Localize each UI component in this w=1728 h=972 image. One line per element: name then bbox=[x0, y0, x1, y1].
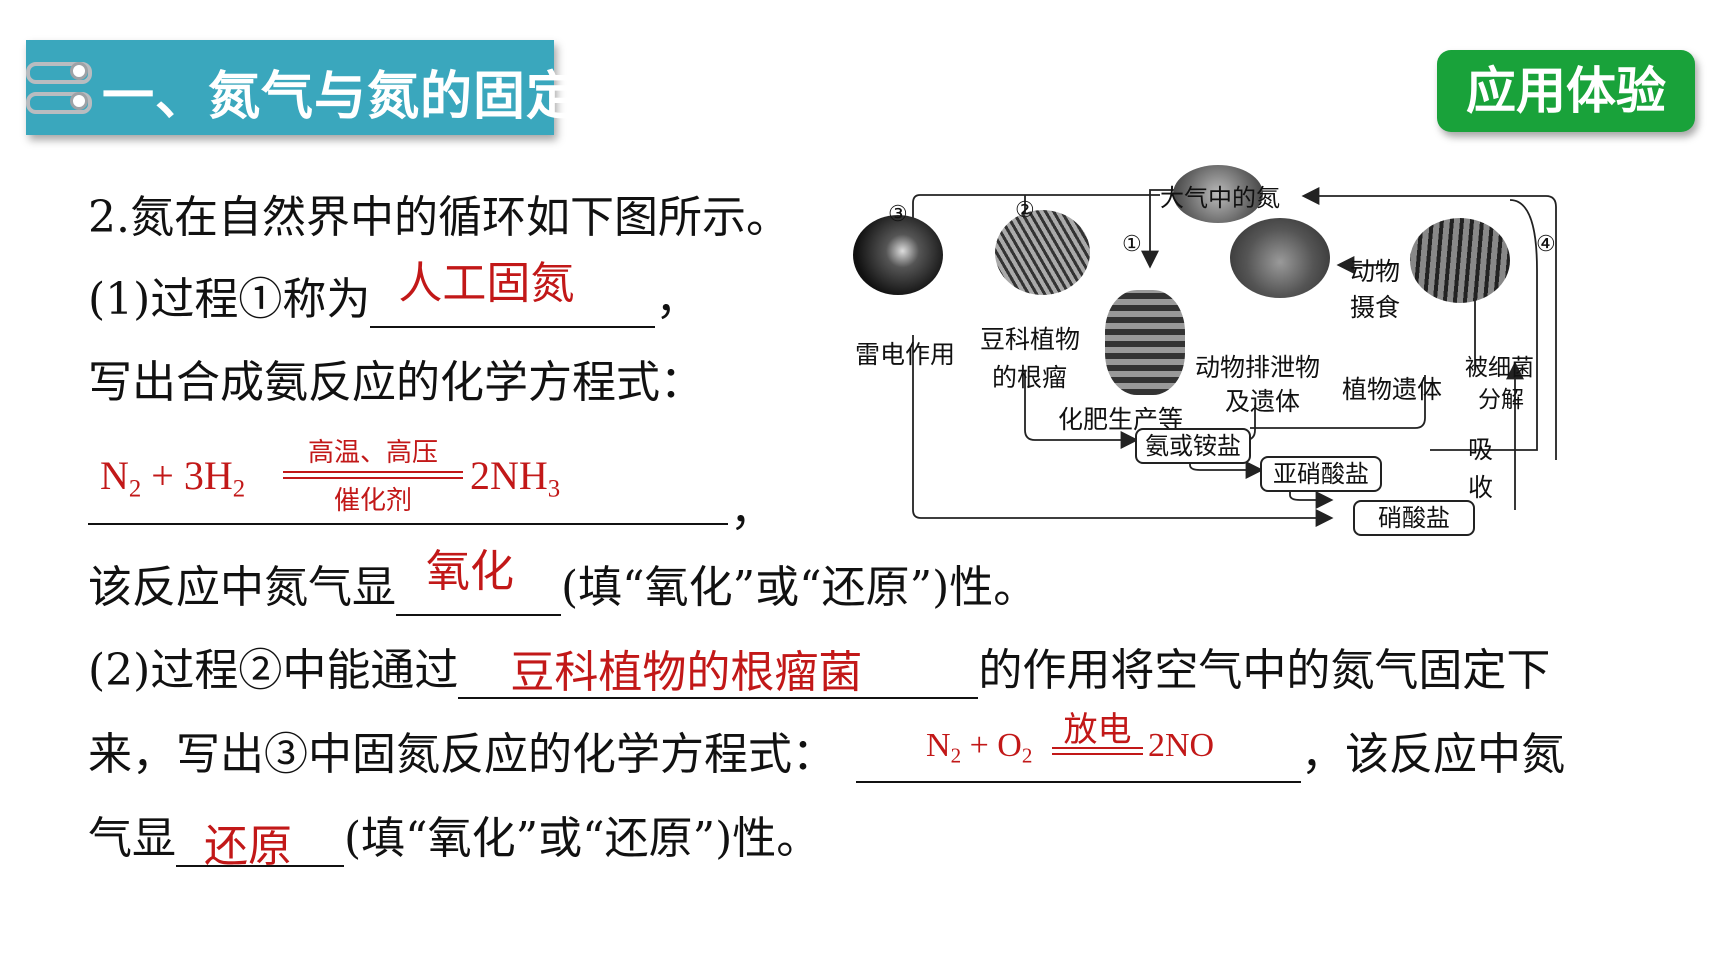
equation-1-left: N2 + 3H2 bbox=[100, 452, 245, 503]
part1-line4-prefix: 该反应中氮气显 bbox=[88, 562, 396, 613]
eq2-mid-sub: 2 bbox=[1021, 743, 1033, 768]
part2-line3-prefix: 气显 bbox=[88, 813, 176, 864]
nitrite-box: 亚硝酸盐 bbox=[1260, 456, 1382, 492]
animals-photo bbox=[1230, 218, 1330, 298]
eq2-equals-line bbox=[1052, 747, 1143, 749]
forest-photo bbox=[1410, 218, 1510, 303]
eq1-condition-bottom: 催化剂 bbox=[333, 486, 412, 516]
part1-line4: 该反应中氮气显氧化 (填“氧化”或“还原”)性。 bbox=[88, 546, 1038, 616]
answer-text: 还原 bbox=[204, 821, 292, 872]
animal-label-1: 动物 bbox=[1350, 257, 1401, 286]
part1-line1: (1)过程①称为人工固氮 ， bbox=[88, 258, 700, 328]
factory-photo bbox=[1105, 290, 1185, 395]
eq2-left-sub: 2 bbox=[950, 743, 962, 768]
legume-label-2: 的根瘤 bbox=[992, 363, 1068, 392]
eq2-mid: + O bbox=[961, 727, 1022, 764]
equation-1-right: 2NH3 bbox=[470, 452, 560, 503]
process-2-label: ② bbox=[1015, 198, 1035, 223]
absorb-label-1: 吸 bbox=[1468, 435, 1494, 464]
excretion-label-2: 及遗体 bbox=[1225, 387, 1301, 416]
lightning-photo bbox=[853, 215, 943, 295]
binder-ring-icon bbox=[26, 92, 92, 114]
equation-2-left: N2 + O2 bbox=[926, 727, 1032, 768]
answer-text: 氧化 bbox=[426, 546, 514, 597]
lightning-label: 雷电作用 bbox=[855, 340, 956, 369]
answer-text: 人工固氮 bbox=[398, 258, 575, 309]
answer-blank bbox=[856, 733, 1301, 783]
part2-line1: (2)过程②中能通过豆科植物的根瘤菌 的作用将空气中的氮气固定下 bbox=[88, 643, 1550, 699]
root-nodule-photo bbox=[995, 210, 1090, 295]
eq2-condition: 放电 bbox=[1063, 710, 1132, 750]
binder-ring-icon bbox=[26, 62, 92, 84]
answer-blank: 人工固氮 bbox=[370, 258, 656, 328]
part2-line3: 气显还原 (填“氧化”或“还原”)性。 bbox=[88, 811, 821, 872]
part2-line2: 来，写出③中固氮反应的化学方程式： ，该反应中氮 bbox=[88, 727, 1565, 783]
ammonia-box: 氨或铵盐 bbox=[1135, 428, 1251, 464]
eq1-equals-line bbox=[283, 471, 463, 473]
process-1-label: ① bbox=[1122, 232, 1142, 257]
atmosphere-photo bbox=[1173, 165, 1263, 223]
eq1-left: N bbox=[100, 453, 129, 498]
apply-badge: 应用体验 bbox=[1437, 50, 1695, 132]
equation-1-condition: 高温、高压 催化剂 bbox=[283, 432, 463, 516]
plant-remains-label: 植物遗体 bbox=[1342, 375, 1443, 404]
process-3-label: ③ bbox=[888, 202, 908, 227]
eq2-equals-line bbox=[1052, 753, 1143, 755]
eq1-right: 2NH bbox=[470, 453, 548, 498]
legume-label-1: 豆科植物 bbox=[980, 325, 1081, 354]
part2-prefix: (2)过程②中能通过 bbox=[88, 645, 459, 696]
binder-hole-icon bbox=[70, 62, 88, 80]
eq1-suffix: ， bbox=[730, 485, 774, 536]
animal-label-2: 摄食 bbox=[1350, 293, 1401, 322]
nitrogen-cycle-diagram: 大气中的氮 ③ ② ① ④ 雷电作用 豆科植物 的根瘤 化肥生产等 动物排泄物 … bbox=[850, 160, 1570, 540]
section-header-tab: 一、氮气与氮的固定 bbox=[26, 40, 578, 135]
equation-2-right: 2NO bbox=[1148, 727, 1215, 764]
binder-hole-icon bbox=[70, 92, 88, 110]
eq2-left: N bbox=[926, 727, 951, 764]
eq1-equals-line bbox=[283, 477, 463, 479]
equation-1-blank-line bbox=[88, 523, 728, 525]
answer-blank: 豆科植物的根瘤菌 bbox=[458, 647, 979, 699]
part2-line2-suffix: ，该反应中氮 bbox=[1301, 729, 1565, 780]
nitrate-box: 硝酸盐 bbox=[1353, 500, 1475, 536]
answer-blank: 氧化 bbox=[396, 546, 561, 616]
answer-text: 豆科植物的根瘤菌 bbox=[510, 647, 863, 698]
bacteria-label-1: 被细菌 bbox=[1465, 355, 1534, 381]
answer-blank: 还原 bbox=[176, 817, 344, 872]
eq1-mid-sub: 2 bbox=[232, 475, 246, 503]
absorb-label-2: 收 bbox=[1468, 473, 1494, 502]
part2-line2-prefix: 来，写出③中固氮反应的化学方程式： bbox=[88, 729, 836, 780]
eq1-mid: + 3H bbox=[141, 453, 233, 498]
eq1-left-sub: 2 bbox=[128, 475, 142, 503]
part2-line3-suffix: (填“氧化”或“还原”)性。 bbox=[344, 813, 821, 864]
excretion-label-1: 动物排泄物 bbox=[1195, 353, 1321, 382]
part1-line2: 写出合成氨反应的化学方程式： bbox=[88, 357, 704, 408]
question-intro: 2.氮在自然界中的循环如下图所示。 bbox=[88, 192, 790, 243]
equation-2-condition: 放电 bbox=[1050, 702, 1145, 762]
part1-prefix: (1)过程①称为 bbox=[88, 274, 371, 325]
eq1-condition-top: 高温、高压 bbox=[307, 438, 438, 468]
eq1-right-sub: 3 bbox=[547, 475, 561, 503]
diagram-arrows bbox=[904, 187, 1557, 527]
part1-line4-suffix: (填“氧化”或“还原”)性。 bbox=[561, 562, 1038, 613]
bacteria-label-2: 分解 bbox=[1478, 387, 1524, 413]
atmosphere-label: 大气中的氮 bbox=[1160, 184, 1280, 212]
part2-suffix: 的作用将空气中的氮气固定下 bbox=[978, 645, 1551, 696]
process-4-label: ④ bbox=[1536, 232, 1556, 257]
section-title: 一、氮气与氮的固定 bbox=[102, 67, 580, 127]
part1-suffix: ， bbox=[655, 274, 700, 325]
